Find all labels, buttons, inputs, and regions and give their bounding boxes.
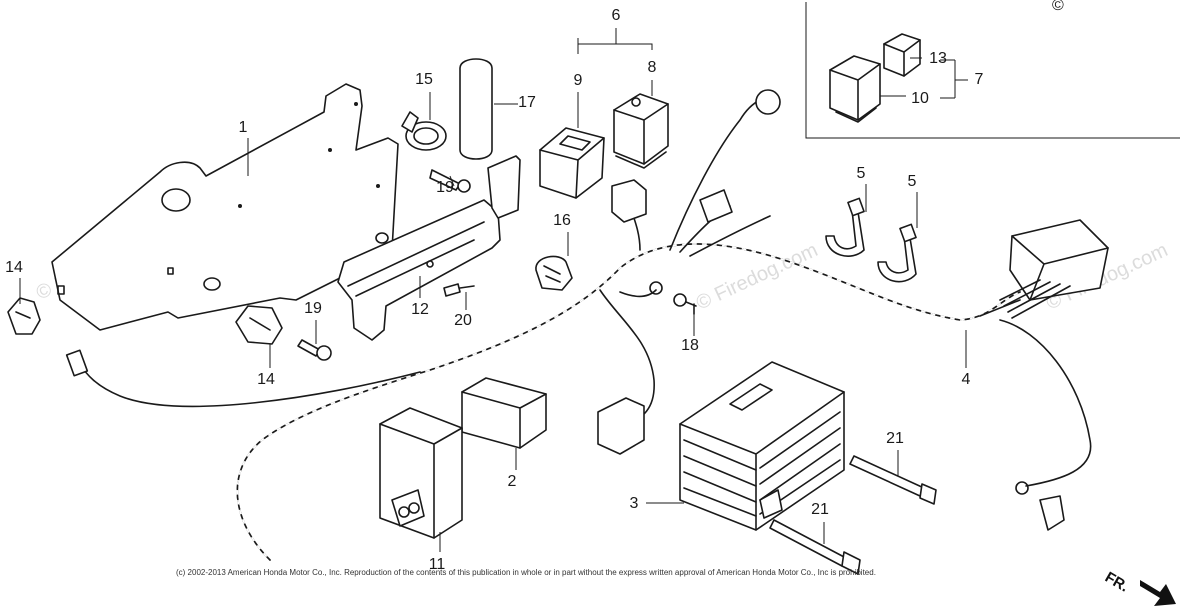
part-14-clip-a	[7, 297, 41, 335]
part-17-sleeve	[459, 58, 493, 160]
part-14-clip-b	[235, 305, 283, 345]
part-11-cdi	[379, 407, 463, 539]
callout-3-2: 3	[630, 495, 639, 512]
callout-13-13: 13	[929, 50, 947, 67]
part-21-bolt-b	[769, 519, 861, 575]
front-label: FR.	[1102, 569, 1131, 596]
callout-2-1: 2	[508, 473, 517, 490]
callout-12-12: 12	[411, 301, 429, 318]
leader-lines	[19, 28, 968, 552]
part-5-band-a	[825, 197, 865, 257]
corner-mark: ©	[1052, 0, 1064, 14]
callout-4-3: 4	[962, 371, 971, 388]
callout-15-16: 15	[415, 71, 433, 88]
part-19-bolt-b	[297, 339, 332, 361]
callout-18-19: 18	[681, 337, 699, 354]
part-8-relay	[613, 93, 669, 169]
front-arrow-icon	[1140, 580, 1176, 606]
part-10-relay	[829, 55, 881, 123]
part-15-clamp	[401, 111, 447, 151]
part-2-cover	[461, 377, 547, 449]
callout-21-23: 21	[886, 430, 904, 447]
callout-19-20: 19	[436, 179, 454, 196]
part-9-cover	[539, 127, 605, 199]
callout-10-10: 10	[911, 90, 929, 107]
part-1-bracket	[51, 83, 399, 331]
callout-20-22: 20	[454, 312, 472, 329]
copyright-notice: (c) 2002-2013 American Honda Motor Co., …	[176, 568, 876, 577]
callout-6-6: 6	[612, 7, 621, 24]
front-direction-marker: FR.	[1102, 569, 1176, 606]
callout-11-11: 11	[429, 556, 446, 573]
part-20-screw	[443, 283, 475, 297]
callout-8-8: 8	[648, 59, 657, 76]
part-16-connector	[535, 255, 573, 291]
callout-14-15: 14	[257, 371, 275, 388]
inset-frame	[805, 2, 1180, 139]
part-3-regulator	[679, 361, 845, 531]
part-5-band-b	[877, 223, 917, 283]
watermark-3: © Firedog.com	[693, 239, 821, 314]
part-13-cover	[883, 33, 921, 77]
part-19-bolt-a	[429, 169, 471, 193]
callout-21-24: 21	[811, 501, 829, 518]
callout-7-7: 7	[975, 71, 984, 88]
callout-16-17: 16	[553, 212, 571, 229]
part-12-bracket	[337, 155, 521, 341]
callout-17-18: 17	[518, 94, 536, 111]
part-18-screw	[673, 293, 697, 315]
callout-9-9: 9	[574, 72, 583, 89]
part-21-bolt-a	[849, 455, 937, 505]
callout-1-0: 1	[239, 119, 248, 136]
part-4-harness	[65, 89, 1109, 561]
callout-14-14: 14	[5, 259, 23, 276]
callout-5-5: 5	[908, 173, 917, 190]
callout-5-4: 5	[857, 165, 866, 182]
callout-19-21: 19	[304, 300, 322, 317]
